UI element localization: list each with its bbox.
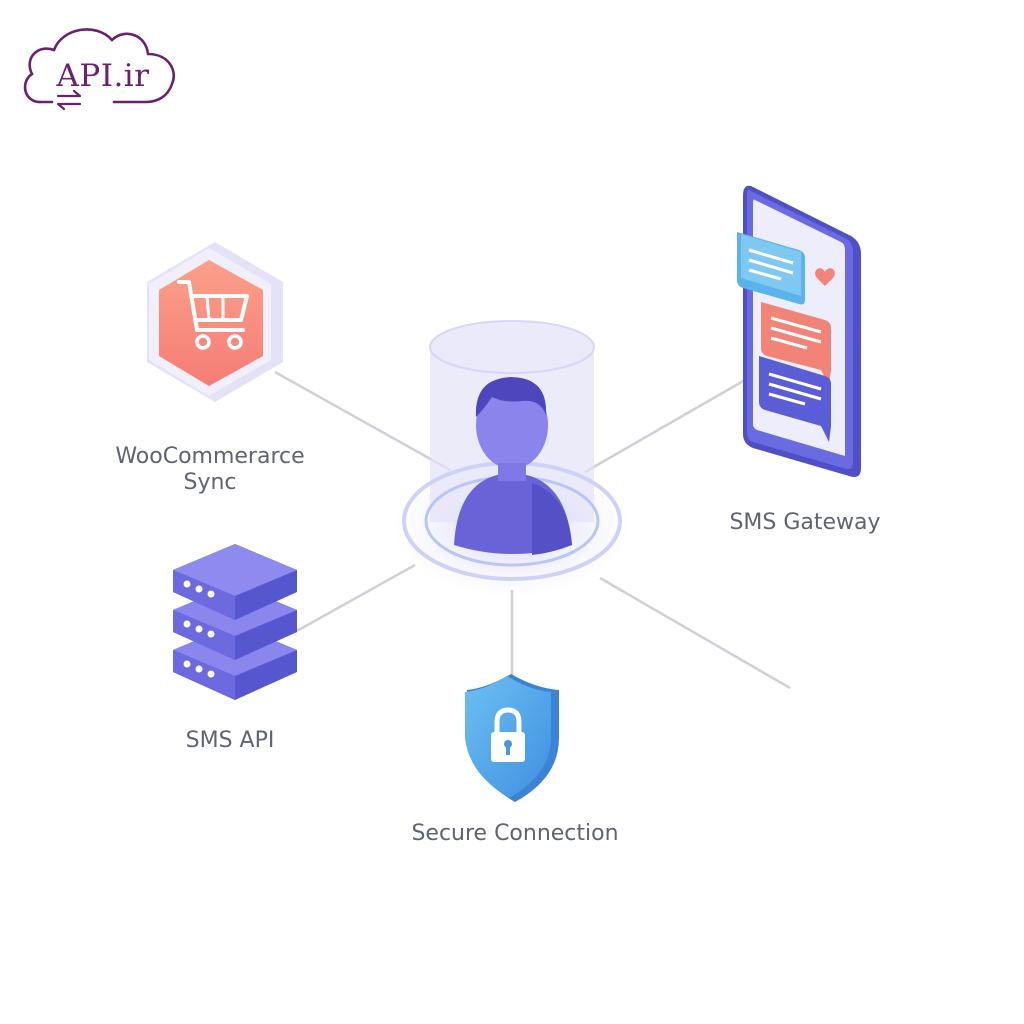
connector-sms-gateway xyxy=(584,378,746,474)
shield-lock-icon xyxy=(465,674,559,802)
connector-sms-api xyxy=(294,563,416,634)
logo-text: API.ir xyxy=(56,58,150,94)
sms-gateway-label: SMS Gateway xyxy=(729,510,881,535)
woocommerce-label-line1: WooCommerarce xyxy=(115,444,305,469)
smartphone-chat-icon xyxy=(737,185,861,477)
connector-extra xyxy=(599,576,791,690)
server-stack-icon xyxy=(173,544,297,700)
shopping-cart-icon xyxy=(147,242,283,402)
user-avatar-icon xyxy=(394,320,630,597)
logo[interactable]: API.ir xyxy=(18,18,178,113)
connector-woocommerce xyxy=(274,370,451,472)
sms-api-label: SMS API xyxy=(185,728,275,753)
secure-connection-label: Secure Connection xyxy=(411,821,619,846)
cloud-transfer-icon xyxy=(23,28,175,111)
woocommerce-label: WooCommerarce Sync xyxy=(95,444,325,496)
woocommerce-label-line2: Sync xyxy=(183,470,237,495)
